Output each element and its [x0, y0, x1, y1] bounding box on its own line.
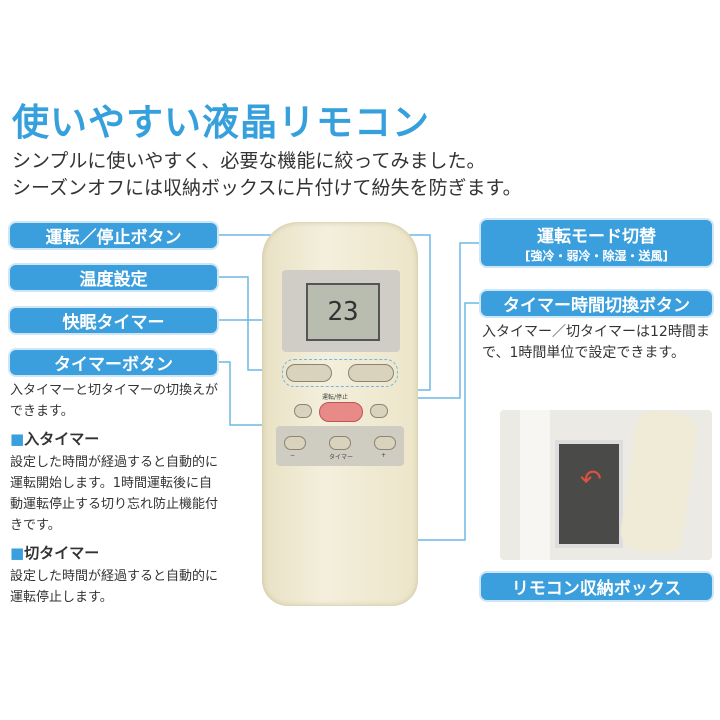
mode-button	[370, 404, 388, 418]
timer-plus-button	[374, 436, 396, 450]
label-power-button: 運転／停止ボタン	[10, 223, 217, 248]
on-timer-heading: ■入タイマー	[10, 430, 100, 448]
label-timer-switch: タイマー時間切換ボタン	[481, 291, 712, 316]
sleep-timer-button	[294, 404, 312, 418]
temp-up-button	[348, 364, 394, 382]
label-temperature: 温度設定	[10, 265, 217, 290]
timer-description: 入タイマーと切タイマーの切換えができます。	[10, 383, 219, 419]
timer-button	[329, 436, 351, 450]
timer-switch-text: 入タイマー／切タイマーは12時間まで、1時間単位で設定できます。	[482, 324, 710, 361]
arrow-icon: ↶	[580, 465, 602, 495]
lcd-panel: 23	[282, 270, 400, 352]
mode-label: 運転モード切替	[537, 227, 656, 247]
subtitle-2: シーズンオフには収納ボックスに片付けて紛失を防ぎます。	[12, 177, 522, 199]
page-title: 使いやすい液晶リモコン	[12, 101, 430, 144]
temp-down-button	[286, 364, 332, 382]
power-button	[319, 402, 363, 422]
mode-options: [強冷・弱冷・除湿・送風]	[525, 249, 668, 263]
off-timer-heading: ■切タイマー	[10, 544, 100, 562]
label-sleep-timer: 快眠タイマー	[10, 308, 217, 333]
off-timer-text: 設定した時間が経過すると自動的に運転停止します。	[10, 569, 219, 605]
lcd-temperature: 23	[306, 283, 380, 341]
storage-box-photo: ↶	[500, 410, 712, 560]
label-timer-button: タイマーボタン	[10, 350, 217, 375]
timer-minus-button	[284, 436, 306, 450]
remote-control-image: 23 運転/停止 − タイマー +	[262, 222, 418, 606]
subtitle-1: シンプルに使いやすく、必要な機能に絞ってみました。	[12, 150, 486, 172]
on-timer-text: 設定した時間が経過すると自動的に運転開始します。1時間運転後に自動運転停止する切…	[10, 455, 219, 533]
label-mode-switch: 運転モード切替 [強冷・弱冷・除湿・送風]	[481, 220, 712, 266]
label-storage-box: リモコン収納ボックス	[481, 573, 712, 600]
